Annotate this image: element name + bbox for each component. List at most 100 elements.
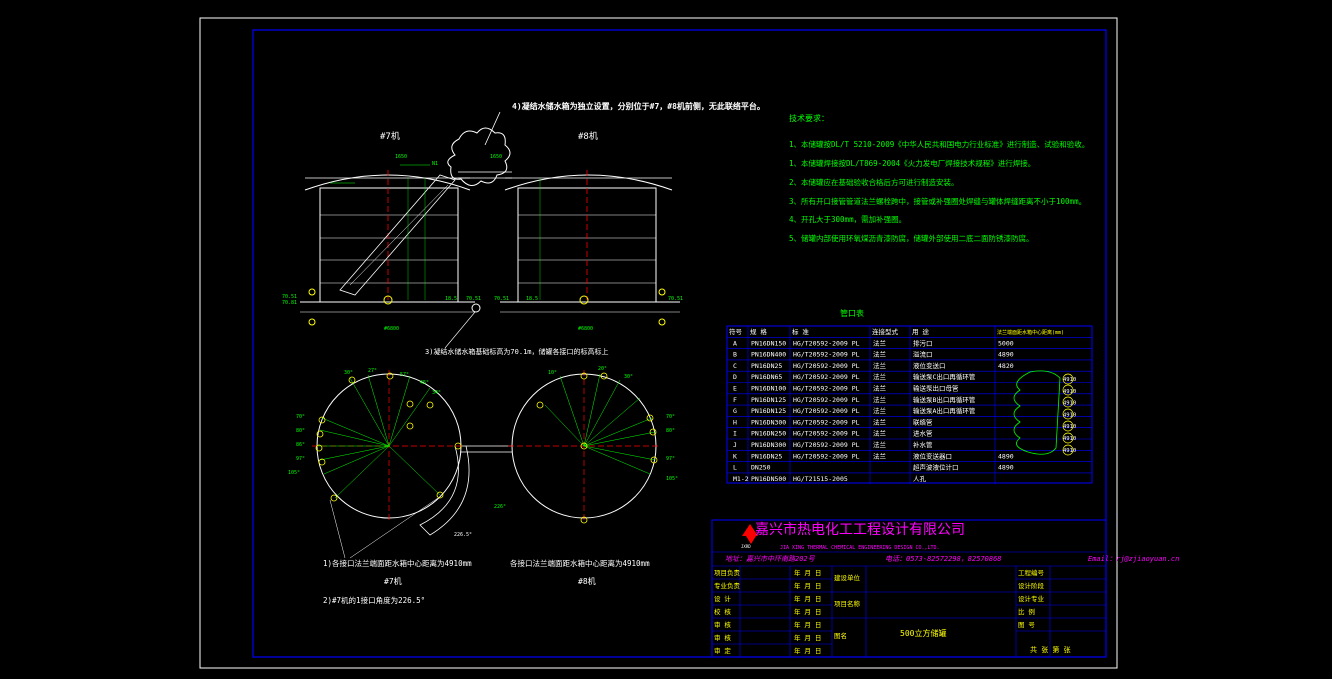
note-6: 5、储罐内部使用环氧煤沥青漆防腐，储罐外部使用二底二面防锈漆防腐。 [789, 233, 1034, 243]
svg-text:JXRD: JXRD [741, 544, 751, 549]
title-block-mid-label: 项目名称 [834, 599, 861, 608]
table-cell-bracket: 4910 [1063, 401, 1076, 407]
address: 地址：嘉兴市中环南路202号 [725, 555, 816, 563]
dim-text: 18.5 [526, 296, 538, 302]
dim-text: N1 [432, 161, 438, 167]
plan-note2: 2)#7机的1接口角度为226.5° [323, 595, 425, 605]
table-cell: 输送泵C出口再循环管 [913, 372, 976, 381]
angle-label: 80° [666, 428, 675, 434]
inner-frame [252, 29, 1107, 658]
table-cell: 法兰 [873, 440, 887, 449]
note-4: 3、所有开口接管管道法兰螺栓跨中，接管或补强圈处焊缝与罐体焊缝距离不小于100m… [789, 196, 1086, 206]
title-block-date: 年 月 日 [794, 620, 821, 629]
table-cell: PN16DN65 [751, 373, 782, 381]
sheet-count: 共 张 第 张 [1030, 645, 1071, 654]
table-cell: K [733, 452, 737, 460]
table-cell: 溢流口 [913, 350, 933, 359]
table-cell: PN16DN125 [751, 396, 786, 404]
company-logo: JXRD [741, 524, 758, 549]
angle-label: 226° [494, 504, 506, 510]
table-header-cell: 符号 [729, 327, 743, 336]
table-cell: 法兰 [873, 406, 887, 415]
angle-label: 97° [666, 456, 675, 462]
plan-note1: 1)各接口法兰端面距水箱中心距离为4910mm [323, 558, 472, 568]
angle-label: 30° [624, 374, 633, 380]
table-cell-bracket: 4910 [1063, 436, 1076, 442]
table-cell: 液位变送器口 [913, 451, 952, 460]
dim-text: 1650 [395, 154, 407, 160]
table-cell: 4890 [998, 351, 1014, 359]
tank8-plan-label: #8机 [578, 576, 596, 586]
angle-label: 20° [598, 366, 607, 372]
table-cell: HG/T20592-2009 PL [793, 452, 860, 460]
note-1: 1、本储罐按DL/T 5210-2009《中华人民共和国电力行业标准》进行制造、… [789, 139, 1089, 149]
table-cell: D [733, 373, 737, 381]
table-cell: 超声波液位计口 [913, 463, 959, 472]
table-cell: PN16DN300 [751, 441, 786, 449]
title-block-right-label: 工程编号 [1018, 568, 1045, 577]
company-cn: 嘉兴市热电化工工程设计有限公司 [755, 521, 965, 538]
tank7-elev-label: #7机 [380, 130, 400, 142]
table-cell: 人孔 [913, 475, 927, 483]
title-block-label: 专业负责 [714, 581, 741, 590]
table-cell: M1-2 [733, 475, 749, 483]
pipe-table-title: 管口表 [840, 308, 864, 318]
table-cell: 法兰 [873, 361, 887, 370]
dim-text: #6800 [578, 326, 593, 332]
title-block-mid-label: 图名 [834, 631, 847, 640]
title-block-label: 审 定 [714, 646, 731, 655]
table-cell: PN16DN400 [751, 351, 786, 359]
table-cell: PN16DN300 [751, 418, 786, 426]
angle-label: 97° [296, 456, 305, 462]
table-cell-bracket: 4910 [1063, 389, 1076, 395]
table-cell: 法兰 [873, 429, 887, 438]
table-cell: PN16DN125 [751, 407, 786, 415]
title-block-date: 年 月 日 [794, 581, 821, 590]
title-block-right-label: 比 例 [1018, 607, 1035, 616]
angle-label: 34° [432, 390, 441, 396]
table-cell: J [733, 441, 737, 449]
title-block-date: 年 月 日 [794, 594, 821, 603]
table-cell: 法兰 [873, 350, 887, 359]
table-cell: HG/T20592-2009 PL [793, 385, 860, 393]
table-cell: 法兰 [873, 395, 887, 404]
table-cell: PN16DN500 [751, 475, 786, 483]
table-cell: HG/T20592-2009 PL [793, 418, 860, 426]
title-block-mid-label: 建设单位 [834, 573, 861, 582]
title-block-right-label: 图 号 [1018, 621, 1035, 629]
table-cell: PN16DN25 [751, 362, 782, 370]
dim-text: 70.51 [668, 296, 683, 302]
angle-label: 80° [296, 428, 305, 434]
top-note: 4)凝结水储水箱为独立设置，分别位于#7，#8机前侧，无此联络平台。 [512, 101, 765, 111]
dim-text: #6800 [384, 326, 399, 332]
table-cell: PN16DN25 [751, 452, 782, 460]
company-en: JIA XING THERMAL CHEMICAL ENGINEERING DE… [780, 545, 940, 551]
note-3: 2、本储罐应在基础验收合格后方可进行制造安装。 [789, 177, 959, 187]
table-cell: A [733, 339, 737, 347]
table-cell: H [733, 418, 737, 426]
title-block-date: 年 月 日 [794, 607, 821, 616]
angle-label: 70° [666, 414, 675, 420]
dim-text: 70.81 [282, 300, 297, 306]
table-cell: DN250 [751, 464, 771, 472]
table-cell: 4820 [998, 362, 1014, 370]
tank8-elevation: 1650 #6800 70.51 18.5 70.51 [490, 154, 683, 332]
table-cell: 法兰 [873, 451, 887, 460]
title-block-label: 项目负责 [714, 568, 741, 577]
table-cell-bracket: 4910 [1063, 412, 1076, 418]
table-cell: 排污口 [913, 338, 933, 347]
table-cell: HG/T20592-2009 PL [793, 351, 860, 359]
email: Email：rj@zjiaoyuan.cn [1088, 555, 1179, 563]
title-block-label: 审 核 [714, 633, 731, 642]
angle-label: 57° [400, 372, 409, 378]
table-bracket [1013, 370, 1061, 455]
table-cell: 5000 [998, 339, 1014, 347]
title-block-label: 审 核 [714, 620, 731, 629]
tank7-plan-label: #7机 [384, 576, 402, 586]
angle-label: 105° [666, 476, 678, 482]
table-cell: L [733, 464, 737, 472]
table-cell: PN16DN100 [751, 385, 786, 393]
phone: 电话：0573-82572298，82570868 [885, 555, 1002, 563]
title-block-date: 年 月 日 [794, 646, 821, 655]
